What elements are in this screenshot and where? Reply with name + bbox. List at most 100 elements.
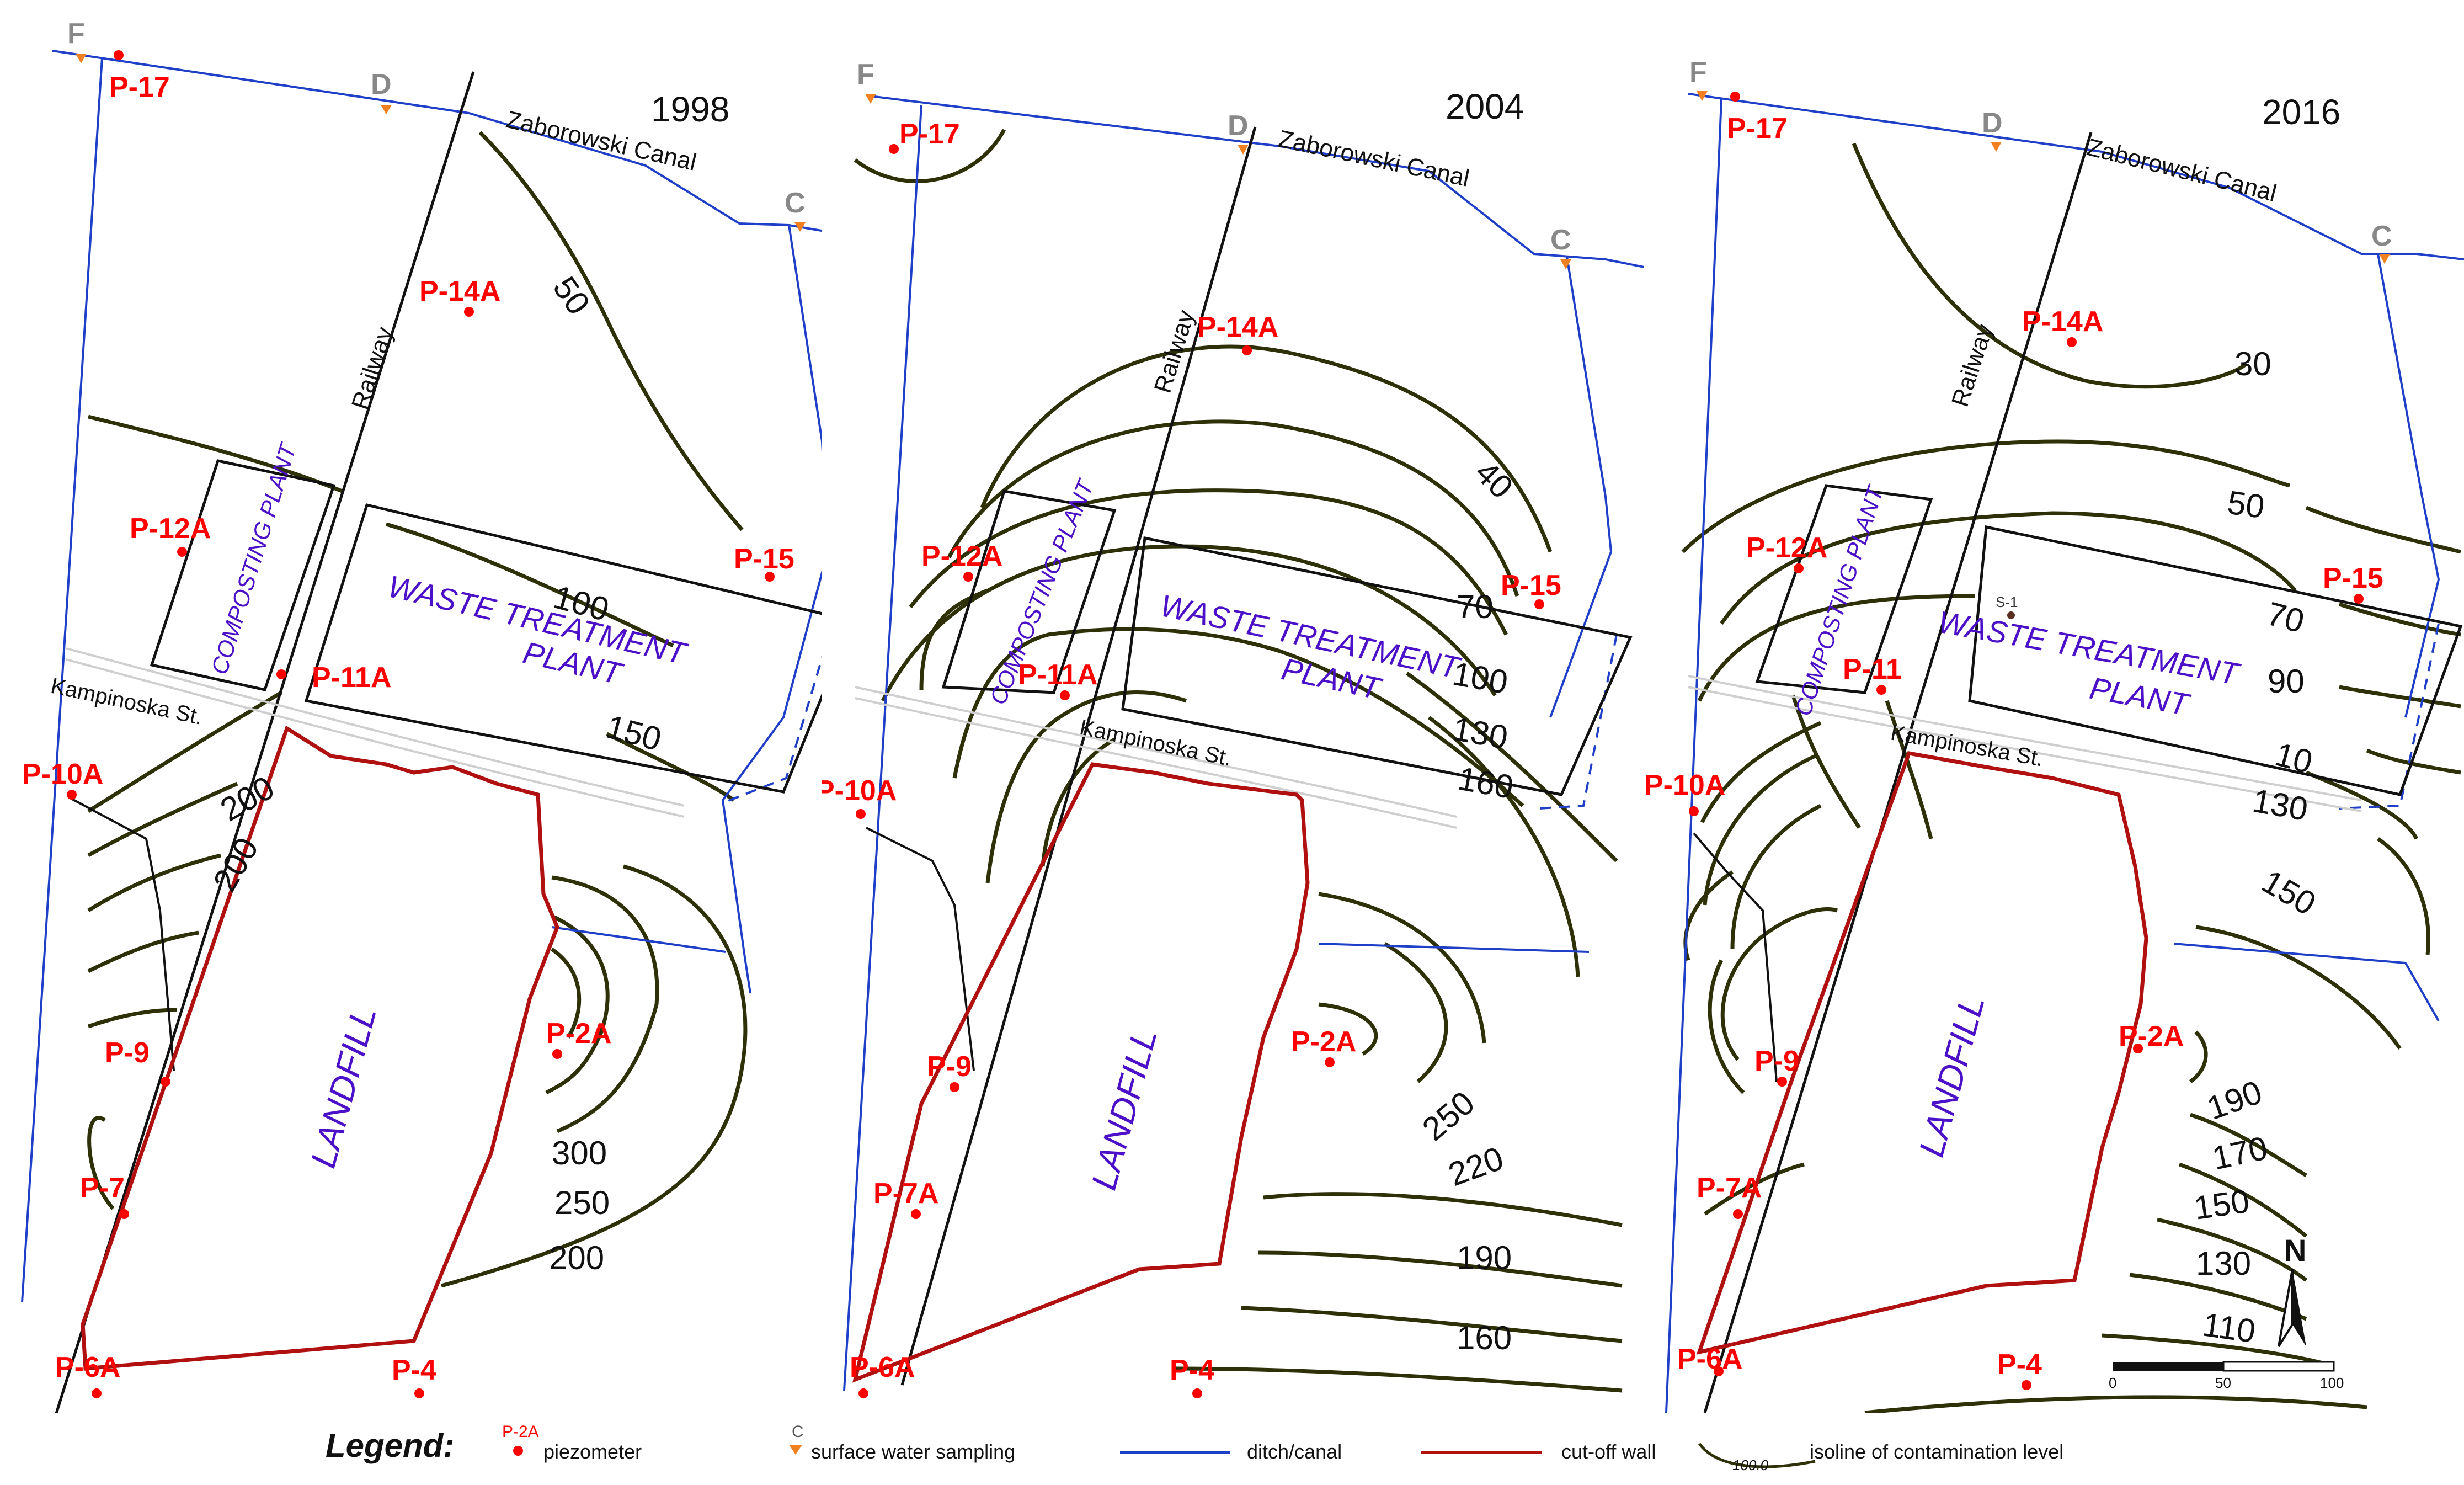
- map-year: 1998: [651, 89, 729, 129]
- landfill-label: LANDFILL: [303, 1002, 384, 1172]
- legend-piezometer-sample: P-2A: [502, 1423, 539, 1441]
- cut-off-wall: [81, 725, 559, 1371]
- isoline-label: 150: [2256, 863, 2322, 922]
- piezometer-label: P-11: [1843, 653, 1902, 685]
- landfill-label: LANDFILL: [1911, 991, 1992, 1161]
- railway-line: [900, 126, 1257, 1386]
- waste-treatment-plant-outline: [304, 503, 822, 794]
- isoline-label: 160: [1457, 1319, 1512, 1356]
- landfill-label: LANDFILL: [1084, 1024, 1165, 1194]
- wtp-label-1: WASTE TREATMENT: [1935, 604, 2243, 692]
- water-point-label: F: [67, 18, 85, 50]
- isoline-label: 200: [206, 831, 265, 897]
- surface-water-points: F D C: [1689, 56, 2392, 264]
- piezometer-label: P-11A: [312, 662, 392, 694]
- piezometer-label: P-14A: [2022, 306, 2103, 338]
- scale-tick: 50: [2215, 1375, 2231, 1391]
- isoline-label: 300: [552, 1135, 607, 1172]
- piezometer-label: P-10A: [1644, 769, 1725, 801]
- isoline-label: 190: [1457, 1239, 1512, 1276]
- legend-piezometer-icon: [513, 1446, 523, 1456]
- isoline-label: 50: [2225, 484, 2266, 526]
- canal-label: Zaborowski Canal: [2084, 134, 2280, 207]
- piezometer-label: P-2A: [546, 1018, 611, 1050]
- composting-plant-outline: [941, 489, 1117, 694]
- cut-off-wall: [852, 762, 1310, 1383]
- composting-plant-outline: [1755, 484, 1933, 694]
- water-point-label: D: [1982, 107, 2003, 139]
- legend-isoline-icon: [1698, 1443, 1816, 1468]
- piezometer-label: P-12A: [130, 513, 211, 545]
- legend-surface-sample: C: [792, 1423, 804, 1441]
- legend-ditch-line: [1120, 1451, 1230, 1454]
- isoline-label: 130: [2196, 1245, 2251, 1282]
- piezometer-label: S-1: [1996, 594, 2018, 610]
- legend-piezometer-label: piezometer: [543, 1440, 642, 1463]
- ditches: [843, 95, 1644, 1391]
- scale-tick: 100: [2320, 1375, 2344, 1391]
- piezometer-label: P-17: [899, 118, 960, 150]
- isoline-label: 70: [1457, 588, 1494, 625]
- water-point-label: F: [1689, 56, 1707, 88]
- piezometer-label: P-6A: [55, 1351, 120, 1383]
- isoline-label: 200: [549, 1239, 604, 1276]
- railway-line: [55, 71, 475, 1413]
- piezometer-label: P-10A: [22, 758, 103, 790]
- isoline-label: 110: [2200, 1306, 2258, 1350]
- piezometer-label: P-2A: [2119, 1020, 2184, 1052]
- isoline-label: 220: [1444, 1140, 1508, 1193]
- street-label: Kampinoska St.: [49, 674, 205, 730]
- map-panel-2004: F D C P-17 P-14A P-12A P-15 P-11A P-10A …: [822, 58, 1644, 1398]
- piezometers: P-17 P-14A P-12A P-15 P-11 S-1 P-10A P-9…: [1644, 92, 2383, 1390]
- legend-ditch-label: ditch/canal: [1247, 1440, 1342, 1463]
- water-point-label: F: [857, 58, 874, 91]
- piezometer-label: P-7A: [873, 1178, 938, 1210]
- isoline-label: 170: [2209, 1129, 2271, 1177]
- isolines: [1681, 142, 2461, 1413]
- isoline-label: 30: [2234, 345, 2271, 382]
- legend-cutoff-line: [1421, 1451, 1542, 1454]
- piezometer-label: P-14A: [419, 275, 500, 307]
- piezometer-label: P-10A: [822, 775, 897, 807]
- railway-label: Railway: [346, 323, 398, 413]
- piezometer-label: P-6A: [1677, 1343, 1742, 1375]
- railway-label: Railway: [1946, 321, 1998, 410]
- legend-cutoff-label: cut-off wall: [1561, 1440, 1656, 1463]
- waste-treatment-plant-outline: [1121, 536, 1633, 796]
- piezometer-label: P-17: [109, 71, 170, 103]
- map-panel-2016: F D C P-17 P-14A P-12A P-15 P-11 S-1 P-1…: [1644, 56, 2464, 1413]
- isoline-label: 160: [1455, 760, 1516, 806]
- piezometer-label: P-11A: [1018, 659, 1098, 691]
- railway-line: [1703, 132, 2093, 1413]
- piezometer-label: P-9: [927, 1051, 972, 1083]
- map-panel-1998: F D C P-17 P-14A P-12A P-15 P-11A P-10A …: [21, 18, 822, 1413]
- isoline-label: 40: [1468, 454, 1521, 506]
- isoline-label: 150: [602, 708, 665, 758]
- scale-bar: 0 50 100: [2109, 1361, 2344, 1391]
- piezometer-label: P-6A: [850, 1351, 915, 1383]
- isoline-label: 50: [546, 270, 597, 321]
- piezometer-label: P-14A: [1197, 311, 1278, 343]
- water-point-label: C: [2371, 220, 2392, 252]
- waste-treatment-plant-outline: [1968, 525, 2463, 796]
- water-point-label: C: [1550, 224, 1571, 256]
- composting-plant-outline: [150, 459, 336, 691]
- composting-plant-label: COMPOSTING PLANT: [206, 439, 302, 678]
- map-year: 2016: [2262, 92, 2340, 132]
- piezometer-label: P-17: [1727, 113, 1788, 145]
- piezometer-label: P-9: [105, 1037, 150, 1069]
- piezometers: P-17 P-14A P-12A P-15 P-11A P-10A P-9 P-…: [822, 118, 1561, 1398]
- piezometer-label: P-12A: [921, 540, 1002, 572]
- canal-label: Zaborowski Canal: [1276, 125, 1472, 192]
- water-point-label: D: [371, 68, 392, 100]
- scale-tick: 0: [2109, 1375, 2116, 1391]
- north-arrow: N: [2278, 1233, 2306, 1348]
- legend-isoline-sample: 100.0: [1732, 1457, 1769, 1473]
- piezometer-label: P-4: [1170, 1354, 1214, 1386]
- piezometer-label: P-15: [1501, 569, 1561, 602]
- piezometer-label: P-9: [1754, 1045, 1799, 1077]
- piezometer-label: P-15: [2323, 562, 2383, 594]
- cut-off-wall: [1696, 751, 2148, 1355]
- isolines: [87, 131, 748, 1288]
- legend-surface-label: surface water sampling: [811, 1440, 1016, 1463]
